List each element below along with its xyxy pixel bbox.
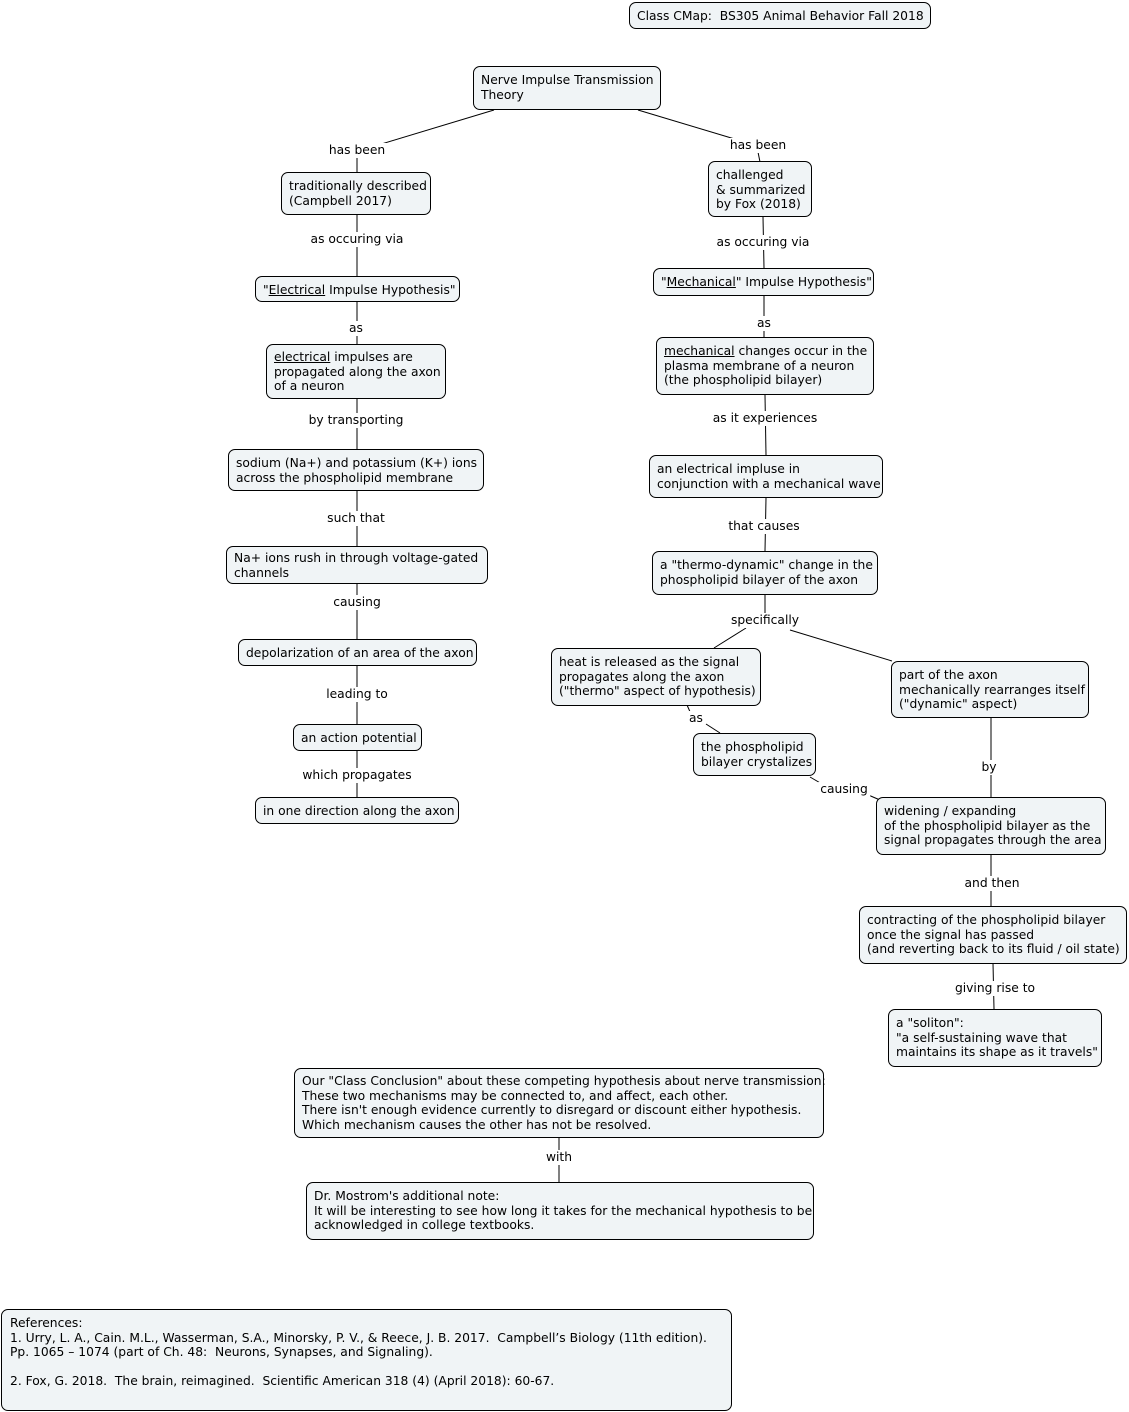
concept-electrical-impulses: electrical impulses are propagated along… bbox=[266, 344, 446, 399]
link-label-has-been-right: has been bbox=[727, 138, 789, 153]
concept-thermo-dynamic-change: a "thermo-dynamic" change in the phospho… bbox=[652, 551, 878, 595]
concept-mechanical-hypothesis: "Mechanical" Impulse Hypothesis" bbox=[653, 268, 874, 296]
link-label-as-right: as bbox=[755, 316, 773, 331]
link-label-giving-rise: giving rise to bbox=[952, 981, 1038, 996]
concept-traditionally-described: traditionally described (Campbell 2017) bbox=[281, 172, 431, 215]
link-label-occurring-left: as occuring via bbox=[308, 232, 406, 247]
link-label-which-propagates: which propagates bbox=[300, 768, 414, 783]
link-label-that-causes: that causes bbox=[726, 519, 802, 534]
link-label-with: with bbox=[543, 1150, 575, 1165]
concept-one-direction: in one direction along the axon bbox=[255, 797, 459, 824]
link-label-specifically: specifically bbox=[728, 613, 802, 628]
concept-mechanical-changes: mechanical changes occur in the plasma m… bbox=[656, 337, 874, 395]
link-label-such-that: such that bbox=[325, 511, 387, 526]
references-node: References: 1. Urry, L. A., Cain. M.L., … bbox=[1, 1309, 732, 1411]
concept-sodium-potassium-ions: sodium (Na+) and potassium (K+) ions acr… bbox=[228, 449, 484, 491]
concept-mechanically-rearranges: part of the axon mechanically rearranges… bbox=[891, 661, 1089, 718]
mechanical-word: Mechanical bbox=[666, 275, 736, 289]
link-label-by: by bbox=[979, 760, 999, 775]
link-label-leading-to: leading to bbox=[324, 687, 390, 702]
link-label-and-then: and then bbox=[962, 876, 1022, 891]
root-concept-node: Nerve Impulse Transmission Theory bbox=[473, 66, 661, 110]
concept-na-ions-rush: Na+ ions rush in through voltage-gated c… bbox=[226, 546, 488, 584]
electrical-impulse-rest: impulses are propagated along the axon o… bbox=[274, 350, 441, 394]
concept-action-potential: an action potential bbox=[293, 724, 422, 751]
electrical-impulse-word: electrical bbox=[274, 350, 331, 364]
concept-soliton: a "soliton": "a self-sustaining wave tha… bbox=[888, 1009, 1102, 1067]
class-conclusion-node: Our "Class Conclusion" about these compe… bbox=[294, 1068, 826, 1138]
mechanical-changes-word: mechanical bbox=[664, 344, 735, 358]
mostrom-note-node: Dr. Mostrom's additional note: It will b… bbox=[306, 1182, 814, 1240]
link-label-causing-right: causing bbox=[818, 782, 870, 797]
concept-heat-released: heat is released as the signal propagate… bbox=[551, 648, 761, 706]
concept-electrical-impulse-wave: an electrical impluse in conjunction wit… bbox=[649, 455, 883, 498]
cmap-title-node: Class CMap: BS305 Animal Behavior Fall 2… bbox=[629, 2, 931, 29]
link-label-causing-left: causing bbox=[331, 595, 383, 610]
mechanical-changes-rest: changes occur in the plasma membrane of … bbox=[664, 344, 868, 388]
hypothesis-rest: Impulse Hypothesis" bbox=[325, 283, 456, 297]
concept-electrical-hypothesis: "Electrical Impulse Hypothesis" bbox=[255, 276, 460, 302]
concept-bilayer-crystalizes: the phospholipid bilayer crystalizes bbox=[693, 733, 816, 776]
concept-depolarization: depolarization of an area of the axon bbox=[238, 639, 477, 666]
concept-contracting-bilayer: contracting of the phospholipid bilayer … bbox=[859, 906, 1127, 964]
link-label-as-crystal: as bbox=[687, 711, 705, 726]
quote-mark-right: " bbox=[661, 275, 667, 289]
quote-mark: " bbox=[263, 283, 269, 297]
link-label-has-been-left: has been bbox=[326, 143, 388, 158]
link-label-as-it-experiences: as it experiences bbox=[710, 411, 820, 426]
link-label-by-transporting: by transporting bbox=[306, 413, 406, 428]
concept-challenged-fox: challenged & summarized by Fox (2018) bbox=[708, 161, 812, 217]
hypothesis-rest-right: " Impulse Hypothesis" bbox=[735, 275, 872, 289]
link-label-occurring-right: as occuring via bbox=[714, 235, 812, 250]
link-label-as-left: as bbox=[347, 321, 365, 336]
electrical-word: Electrical bbox=[268, 283, 326, 297]
concept-widening-expanding: widening / expanding of the phospholipid… bbox=[876, 797, 1106, 855]
